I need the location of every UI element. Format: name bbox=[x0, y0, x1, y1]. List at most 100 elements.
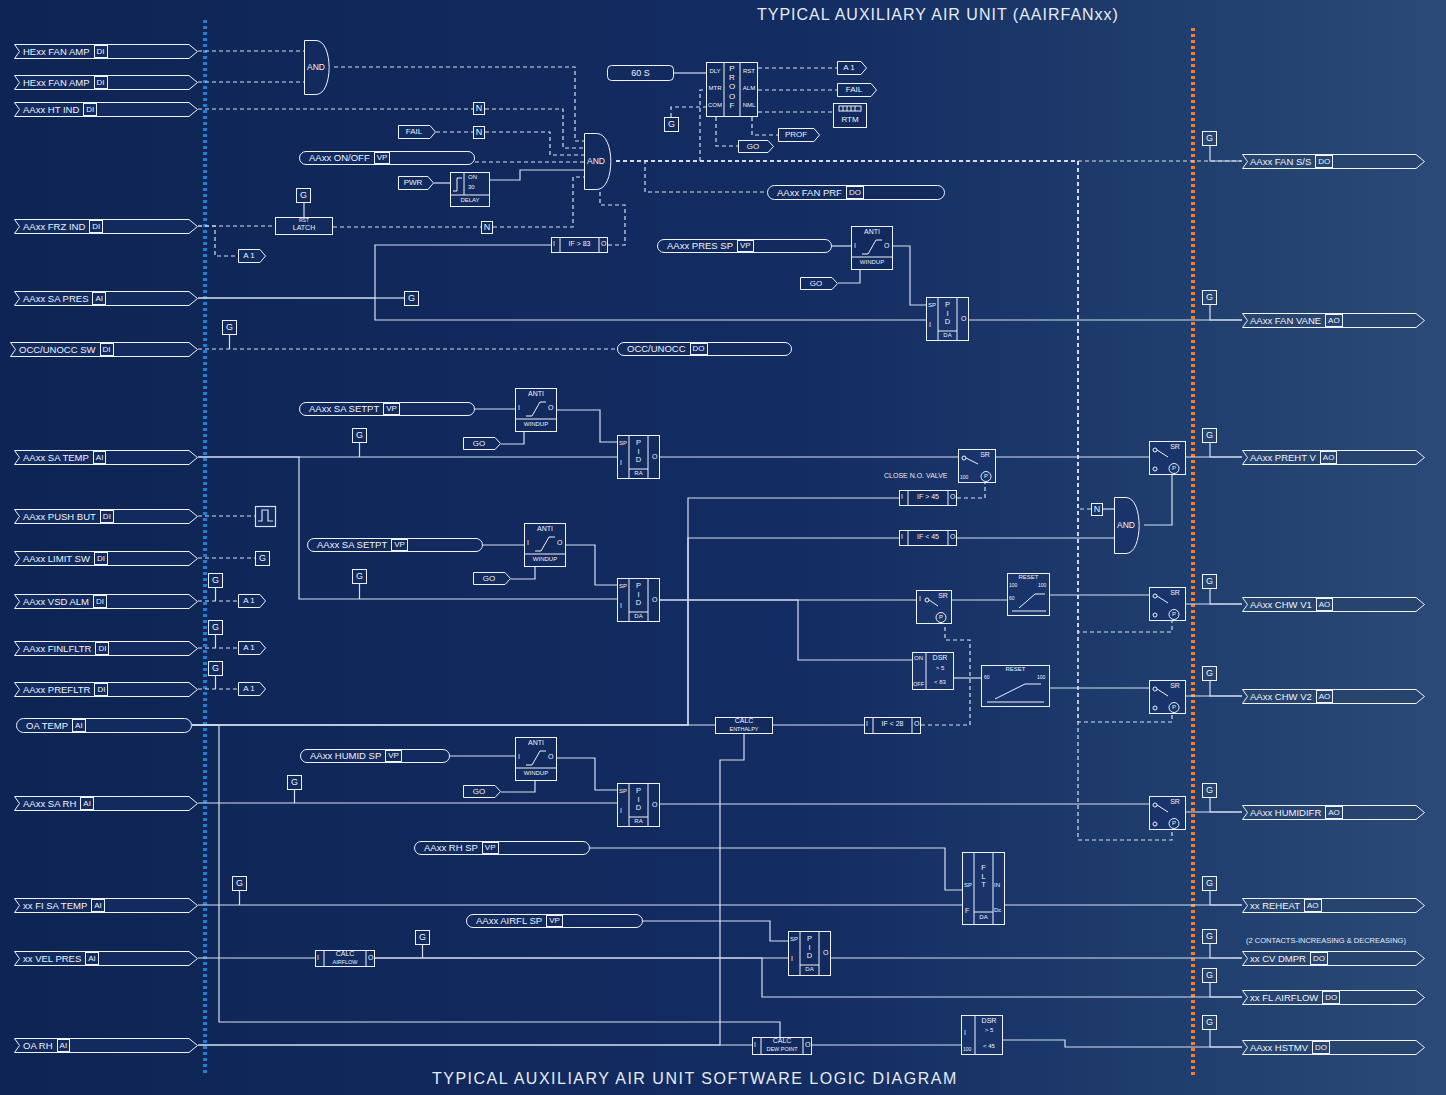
block-outline-part bbox=[1203, 784, 1217, 798]
block-sublabel: DSR bbox=[933, 654, 948, 662]
block-label: G bbox=[1206, 574, 1213, 589]
virtual-point: OCC/UNOCCDO bbox=[617, 342, 792, 356]
block-outline-part bbox=[1150, 681, 1186, 714]
status-tag: A 1 bbox=[238, 594, 266, 608]
block-outline-part bbox=[618, 436, 660, 479]
block-label: G bbox=[226, 320, 233, 335]
input-signal-tag: AAxx LIMIT SWDI bbox=[14, 551, 198, 566]
block-label: ANTI bbox=[528, 739, 544, 747]
block-outline-part bbox=[560, 237, 599, 253]
block-outline-part bbox=[917, 591, 952, 624]
block-sublabel: OFF bbox=[913, 681, 924, 688]
latch-block: RSTLATCH bbox=[275, 217, 333, 235]
input-signal-tag: HExx FAN AMPDI bbox=[14, 44, 198, 59]
block-sublabel: MTR bbox=[709, 85, 722, 92]
block-outline-part bbox=[482, 222, 493, 234]
block-label: G bbox=[1206, 929, 1213, 944]
virtual-point: AAxx FAN PRFDO bbox=[767, 185, 945, 200]
signal-name: HExx FAN AMP bbox=[23, 44, 90, 59]
block-outline-part bbox=[839, 106, 861, 111]
block-outline-part bbox=[1243, 991, 1425, 1005]
block-sublabel: O bbox=[823, 949, 828, 957]
marker-box: G bbox=[352, 569, 367, 584]
note-label: CLOSE N.O. VALVE bbox=[884, 472, 948, 479]
block-label: SP bbox=[619, 788, 627, 795]
block-outline-part bbox=[1153, 687, 1157, 691]
block-outline-part bbox=[1169, 464, 1179, 474]
block-sublabel: O bbox=[601, 240, 606, 248]
block-outline-part bbox=[1153, 448, 1157, 452]
block-sublabel: P I D bbox=[635, 787, 643, 813]
io-type: DI bbox=[100, 510, 114, 523]
block-outline-part bbox=[1203, 969, 1217, 983]
signal-wire bbox=[773, 724, 864, 725]
block-sublabel: O bbox=[950, 493, 955, 501]
block-sublabel: O bbox=[557, 539, 562, 547]
virtual-point: AAxx AIRFL SPVP bbox=[466, 914, 643, 928]
block-outline-part bbox=[552, 238, 608, 253]
input-signal-tag: AAxx PREFLTRDI bbox=[14, 682, 198, 697]
block-outline-part bbox=[1203, 1016, 1217, 1030]
block-outline-part bbox=[865, 718, 921, 734]
signal-wire bbox=[557, 410, 617, 442]
block-outline-part bbox=[515, 402, 557, 419]
block-outline-part bbox=[900, 491, 957, 506]
block-sublabel: 60 bbox=[1009, 595, 1015, 601]
block-sublabel: I bbox=[620, 459, 622, 467]
block-outline-part bbox=[834, 104, 867, 128]
signal-name: AAxx SA SETPT bbox=[317, 538, 387, 552]
io-type: DI bbox=[94, 552, 108, 565]
io-type: DO bbox=[1315, 155, 1333, 168]
signal-name: xx FI SA TEMP bbox=[23, 898, 87, 913]
and-gate: AND bbox=[1114, 497, 1144, 554]
block-outline-part bbox=[1157, 689, 1168, 696]
signal-wire bbox=[1210, 983, 1242, 997]
signal-wire bbox=[334, 67, 584, 141]
block-outline-part bbox=[300, 152, 475, 165]
block-outline-part bbox=[399, 177, 434, 190]
signal-wire bbox=[436, 131, 473, 132]
block-outline-part bbox=[464, 438, 501, 450]
block-label: GO bbox=[473, 437, 485, 450]
block-outline-part bbox=[908, 490, 948, 506]
signal-name: OA TEMP bbox=[26, 718, 68, 733]
block-sublabel: IF > 45 bbox=[917, 493, 939, 501]
block-label: GO bbox=[747, 140, 759, 153]
output-boundary-line bbox=[1191, 28, 1195, 1078]
block-label: AND bbox=[307, 40, 325, 95]
signal-wire bbox=[198, 81, 304, 82]
block-sublabel: CALC bbox=[773, 1037, 792, 1045]
marker-box: G bbox=[1202, 876, 1217, 891]
signal-wire bbox=[501, 781, 535, 792]
block-label: N bbox=[1094, 503, 1101, 516]
block-sublabel: DA bbox=[805, 966, 813, 973]
signal-wire bbox=[616, 90, 706, 161]
signal-name: AAxx FINLFLTR bbox=[23, 641, 91, 656]
diagram-caption: TYPICAL AUXILIARY AIR UNIT SOFTWARE LOGI… bbox=[432, 1070, 958, 1088]
block-outline-part bbox=[1243, 806, 1425, 820]
block-sublabel: 100 bbox=[960, 474, 968, 480]
block-outline-part bbox=[801, 278, 838, 290]
block-sublabel: > 5 bbox=[985, 1027, 994, 1034]
block-sublabel: DA bbox=[943, 332, 951, 339]
graphic-stub bbox=[359, 584, 360, 599]
graphic-stub bbox=[422, 945, 423, 958]
status-tag: PROF bbox=[778, 128, 820, 142]
block-outline-part bbox=[1153, 706, 1157, 710]
status-tag: A 1 bbox=[238, 249, 266, 263]
block-outline-part bbox=[524, 537, 566, 554]
signal-wire bbox=[957, 483, 985, 498]
io-type: VP bbox=[385, 750, 402, 762]
signal-wire bbox=[511, 567, 535, 579]
io-type: DI bbox=[83, 103, 97, 116]
signal-wire bbox=[450, 755, 515, 756]
block-sublabel: P R O O F bbox=[728, 64, 736, 110]
marker-box: G bbox=[255, 551, 270, 566]
signal-wire bbox=[752, 117, 778, 135]
pid-block: SPIP I DORA bbox=[617, 783, 660, 827]
io-type: AO bbox=[1320, 451, 1338, 464]
block-sublabel: P bbox=[1172, 704, 1176, 711]
block-sublabel: O bbox=[652, 596, 657, 604]
block-outline bbox=[1149, 587, 1186, 621]
signal-wire bbox=[831, 957, 1242, 958]
